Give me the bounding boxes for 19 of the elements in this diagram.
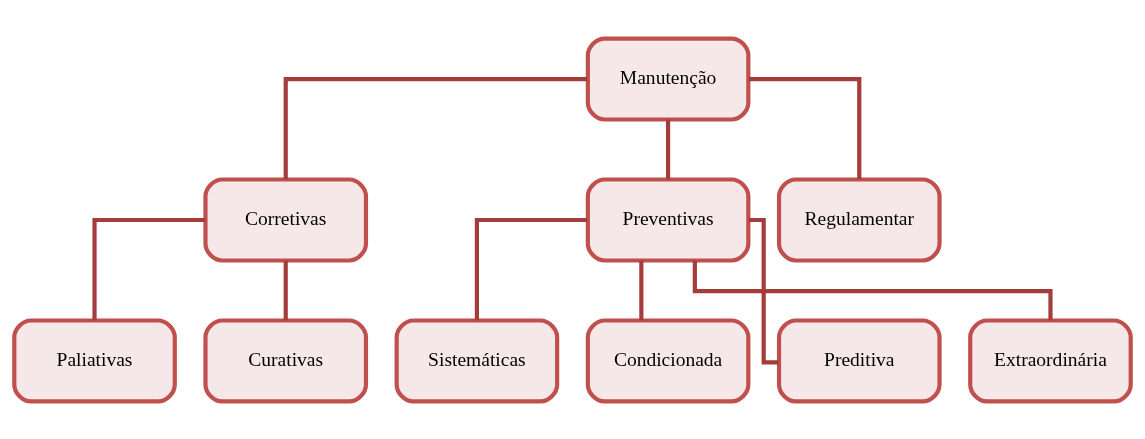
node-box: Corretivas	[203, 176, 369, 263]
connector	[283, 260, 288, 320]
node-box: Paliativas	[12, 317, 177, 403]
connector	[92, 217, 206, 320]
node-box: Extraordinária	[968, 317, 1133, 403]
node-box: Regulamentar	[776, 176, 942, 263]
node-box: Curativas	[203, 317, 369, 403]
connector	[283, 76, 588, 179]
connector	[748, 76, 862, 179]
connector	[474, 217, 588, 320]
node-box: Sistemáticas	[394, 317, 560, 403]
node-box: Preventivas	[585, 176, 751, 263]
node-box: Manutenção	[585, 36, 751, 122]
node-box: Condicionada	[585, 317, 751, 403]
connector	[692, 260, 1053, 320]
node-box: Preditiva	[776, 317, 942, 403]
connector	[666, 119, 671, 179]
connector	[639, 260, 644, 320]
connector	[748, 217, 779, 364]
